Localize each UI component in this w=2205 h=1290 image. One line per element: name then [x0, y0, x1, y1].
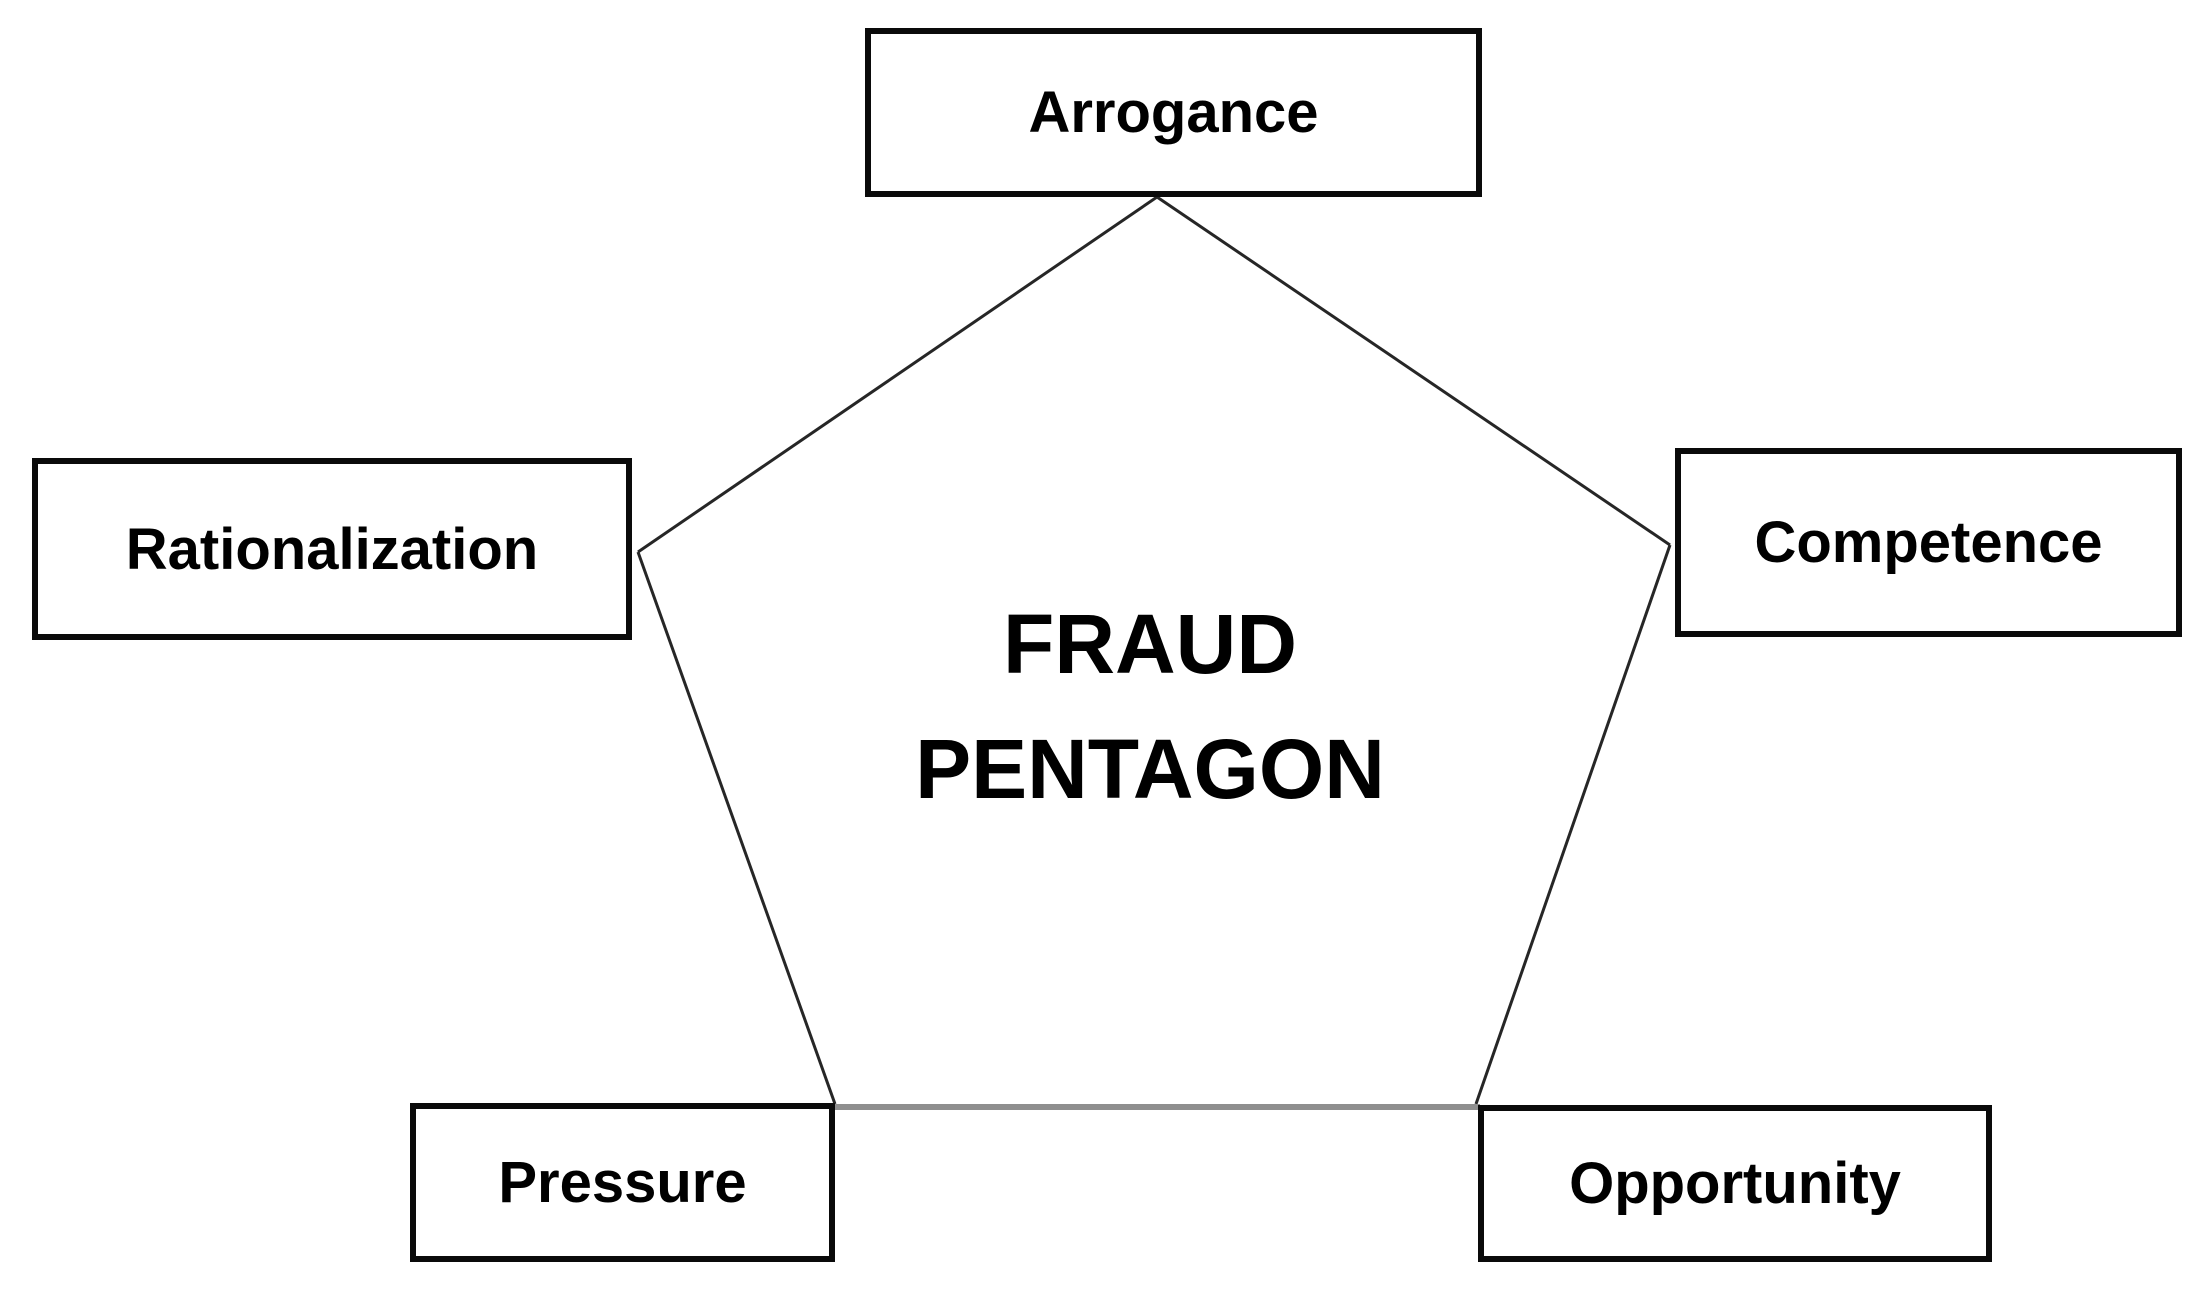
pentagon-title-line-1: FRAUD [1003, 597, 1297, 691]
node-rationalization-label: Rationalization [125, 516, 539, 582]
node-pressure: Pressure [410, 1103, 835, 1262]
pentagon-edge-apex-to-right [1156, 195, 1671, 547]
pentagon-edge-left-side [636, 551, 837, 1105]
node-opportunity: Opportunity [1478, 1105, 1992, 1262]
node-rationalization: Rationalization [32, 458, 632, 640]
node-opportunity-label: Opportunity [1569, 1151, 1901, 1216]
node-pressure-label: Pressure [498, 1150, 747, 1215]
pentagon-edge-right-side [1474, 544, 1672, 1105]
node-arrogance: Arrogance [865, 28, 1482, 197]
node-arrogance-label: Arrogance [1028, 80, 1319, 145]
pentagon-edge-apex-to-left [637, 195, 1158, 554]
node-competence: Competence [1675, 448, 2182, 637]
pentagon-title-line-2: PENTAGON [915, 722, 1385, 816]
node-competence-label: Competence [1754, 510, 2103, 575]
pentagon-title: FRAUD PENTAGON [750, 582, 1550, 832]
